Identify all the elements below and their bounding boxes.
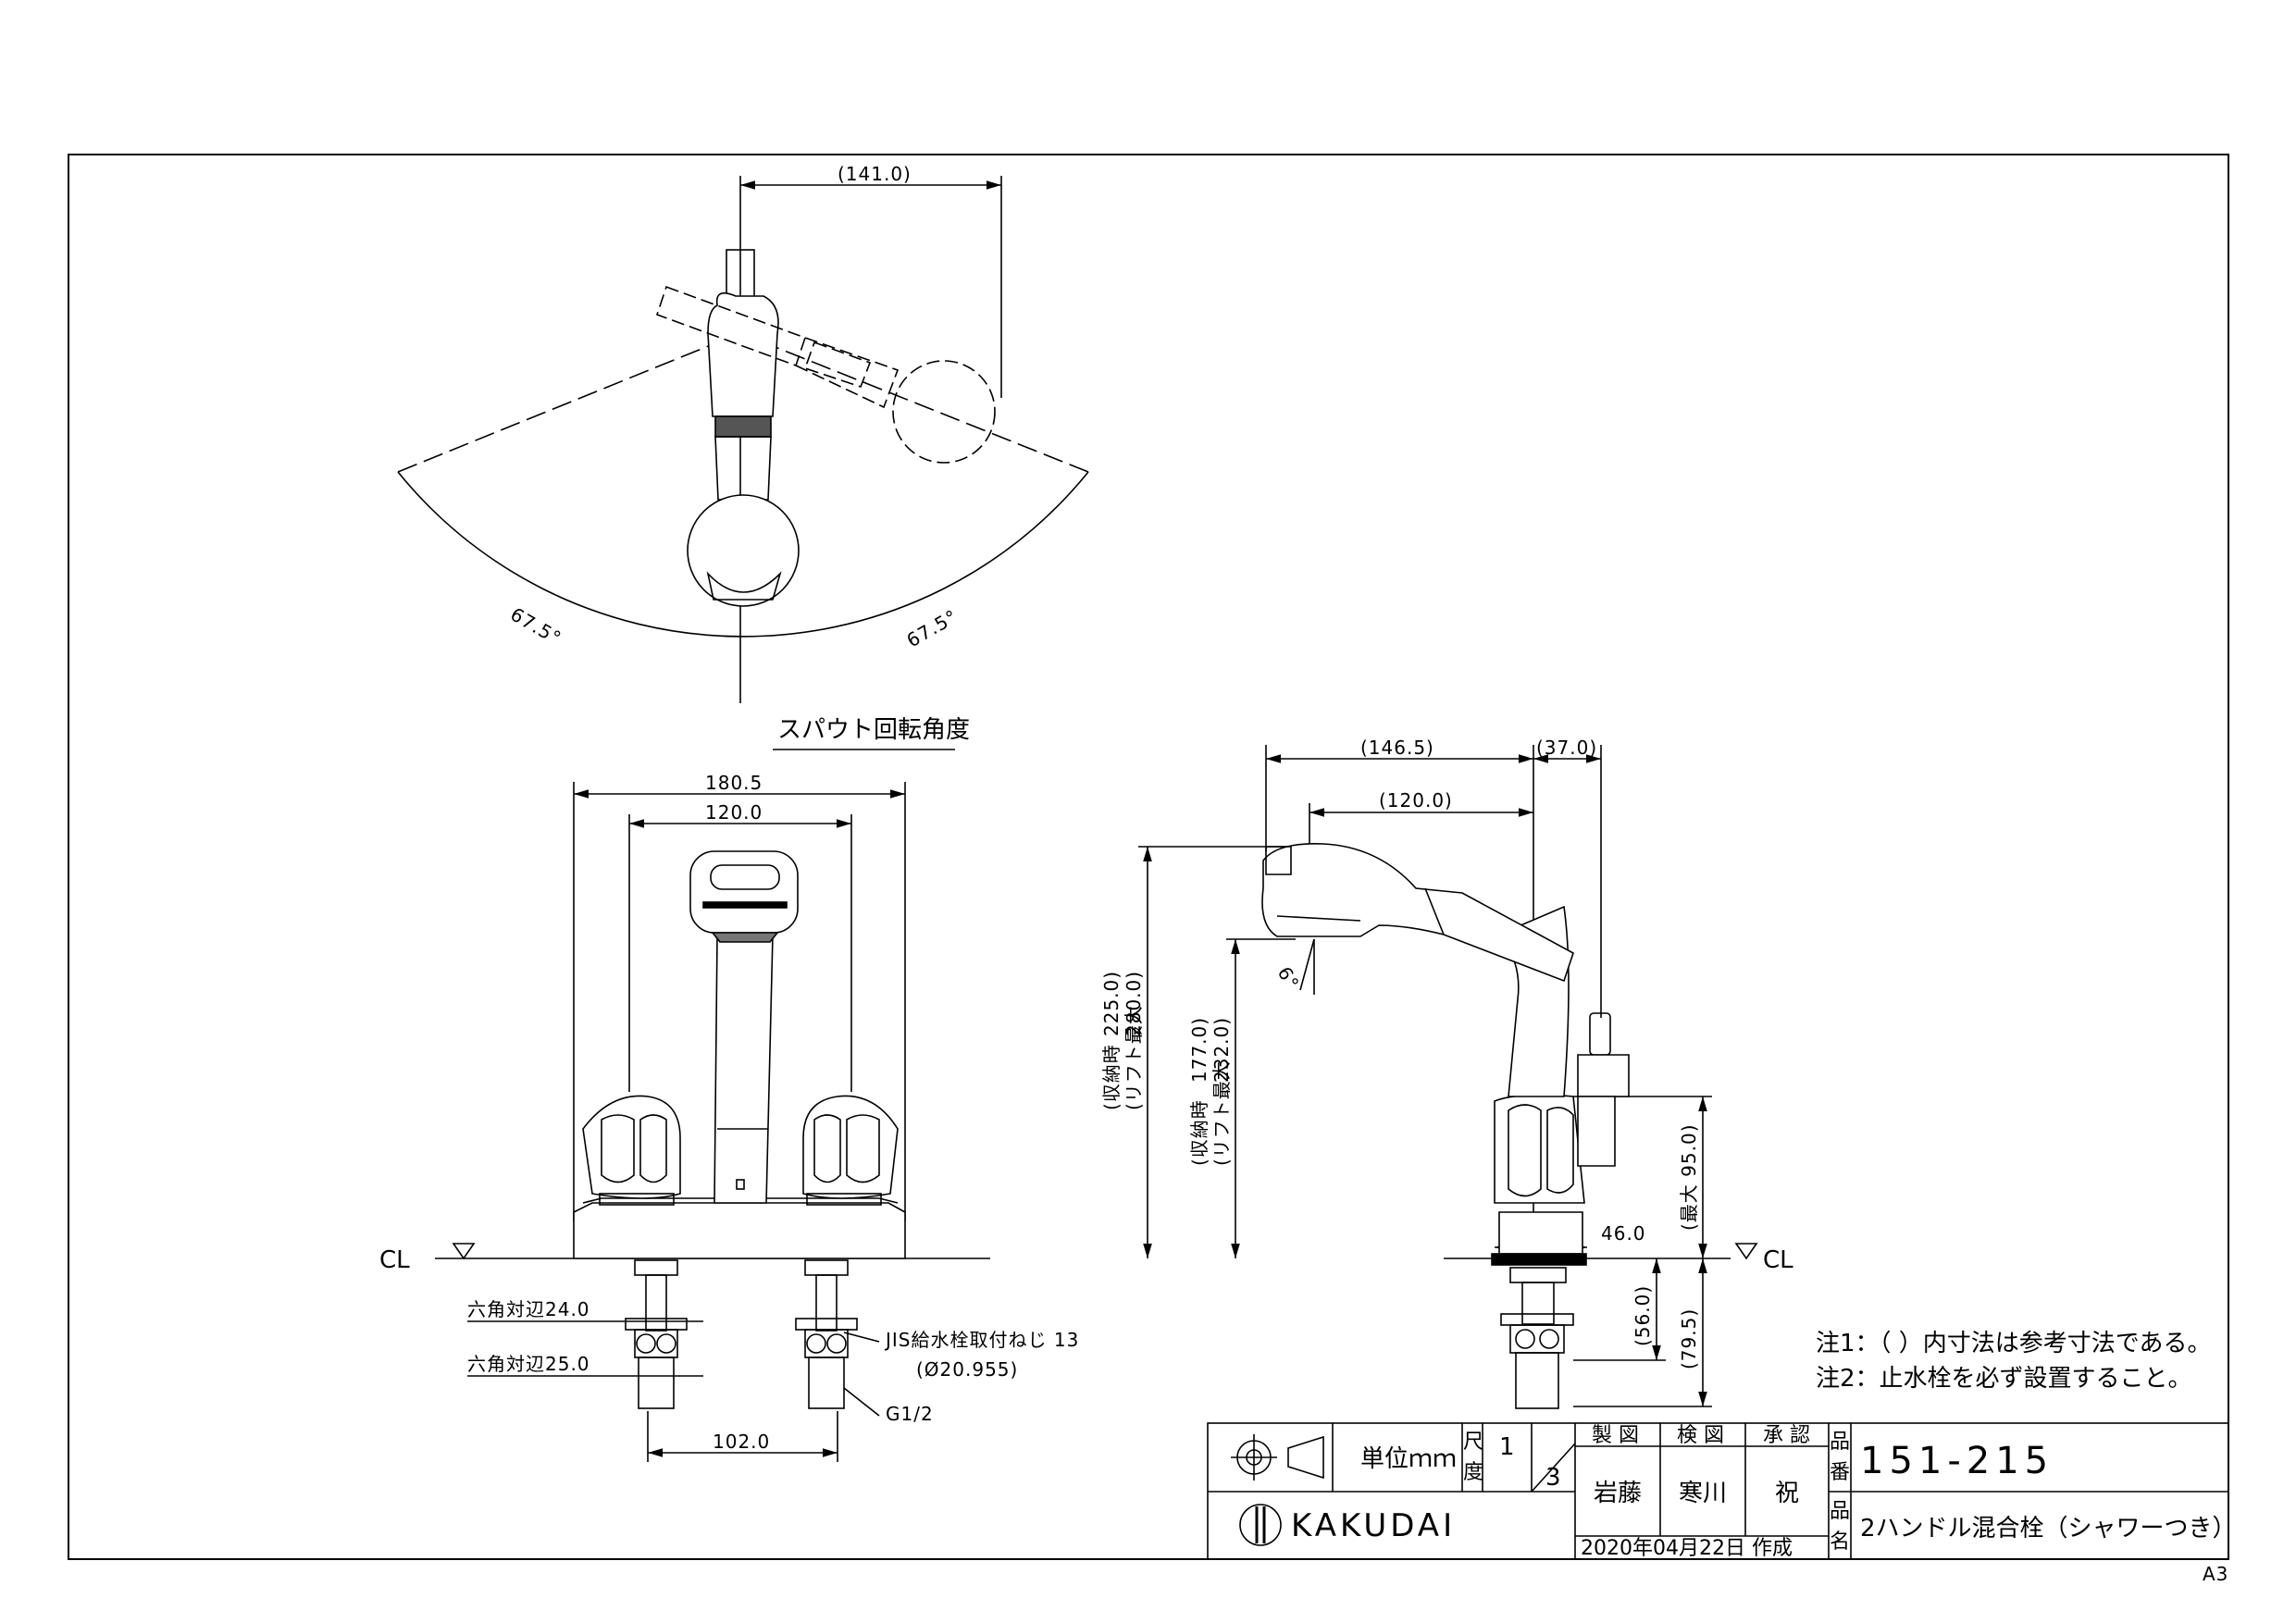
tb-made-v: 岩藤 <box>1594 1480 1642 1507</box>
front-thread-dia: (Ø20.955) <box>916 1358 1018 1381</box>
tb-check-h: 検 図 <box>1677 1424 1724 1447</box>
top-angle-left: 67.5° <box>507 603 566 650</box>
tb-brand: KAKUDAI <box>1291 1507 1456 1544</box>
front-dim-center: 120.0 <box>705 801 763 824</box>
front-dim-overall: 180.5 <box>705 772 763 794</box>
left-pipe <box>625 1259 688 1409</box>
tb-scale-num: 1 <box>1499 1433 1515 1461</box>
side-cl: CL <box>1763 1246 1793 1274</box>
front-cl: CL <box>379 1246 410 1274</box>
top-caption: スパウト回転角度 <box>777 716 970 744</box>
front-hex-upper: 六角対辺24.0 <box>467 1298 590 1320</box>
side-dim-79: (79.5) <box>1678 1308 1700 1369</box>
title-block <box>1207 1422 2229 1560</box>
front-dim-pipe-spacing: 102.0 <box>713 1431 770 1453</box>
side-h2-lift-val: 232.0) <box>1210 1017 1233 1083</box>
tb-unit: 単位ｍｍ <box>1360 1445 1457 1473</box>
side-h2-lift-label: (リフト最大 <box>1210 1060 1233 1166</box>
tb-scale-den: 3 <box>1545 1464 1561 1492</box>
tb-date: 2020年04月22日 作成 <box>1581 1537 1793 1560</box>
right-pipe <box>795 1259 858 1409</box>
tb-name-label-2: 名 <box>1830 1530 1850 1554</box>
side-dim-reach: (146.5) <box>1360 737 1434 759</box>
tb-part-name: 2ハンドル混合栓（シャワーつき） <box>1860 1515 2237 1542</box>
rotation-arc <box>397 471 1089 638</box>
tb-paper: A3 <box>2203 1563 2228 1585</box>
tb-part-no: 151-215 <box>1860 1440 2054 1482</box>
tb-scale-label-1: 尺 <box>1463 1431 1483 1454</box>
tb-no-label-1: 品 <box>1830 1431 1850 1454</box>
tb-name-label-1: 品 <box>1830 1500 1850 1523</box>
front-view <box>435 782 990 1462</box>
side-dim-46: 46.0 <box>1601 1222 1646 1245</box>
side-angle-tilt: 6° <box>1273 963 1304 994</box>
side-dim-56: (56.0) <box>1632 1285 1654 1346</box>
top-dim-width: (141.0) <box>838 163 912 185</box>
tb-scale-label-2: 度 <box>1463 1461 1483 1484</box>
side-h-lift-label: (リフト最大 <box>1123 1005 1145 1110</box>
side-h2-stowed-val: 177.0) <box>1188 1017 1210 1083</box>
top-view <box>397 176 1089 703</box>
side-view <box>1138 745 1758 1409</box>
side-dim-inner: (120.0) <box>1379 789 1453 812</box>
tb-approve-v: 祝 <box>1775 1480 1799 1507</box>
side-dim-offset: (37.0) <box>1536 737 1597 759</box>
front-hex-lower: 六角対辺25.0 <box>467 1353 590 1375</box>
front-thread-g: G1/2 <box>886 1403 934 1425</box>
right-handle <box>802 1095 899 1206</box>
note-1: 注1：（ ）内寸法は参考寸法である。 <box>1816 1330 2212 1357</box>
tb-approve-h: 承 認 <box>1763 1424 1810 1447</box>
front-thread-spec: JIS給水栓取付ねじ 13 <box>884 1329 1079 1351</box>
tb-no-label-2: 番 <box>1830 1461 1850 1484</box>
side-h-stowed-val: 225.0) <box>1100 971 1123 1036</box>
tb-made-h: 製 図 <box>1592 1424 1639 1447</box>
side-dim-max95: (最大 95.0) <box>1678 1124 1700 1232</box>
side-h-lift-val: 280.0) <box>1123 971 1145 1036</box>
side-h-stowed-label: (収納時 <box>1100 1044 1123 1110</box>
left-handle <box>582 1095 681 1206</box>
side-h2-stowed-label: (収納時 <box>1188 1099 1210 1166</box>
top-angle-right: 67.5° <box>903 605 962 652</box>
note-2: 注2：止水栓を必ず設置すること。 <box>1816 1365 2192 1393</box>
drawing-border <box>68 154 2229 1560</box>
tb-check-v: 寒川 <box>1679 1480 1727 1507</box>
